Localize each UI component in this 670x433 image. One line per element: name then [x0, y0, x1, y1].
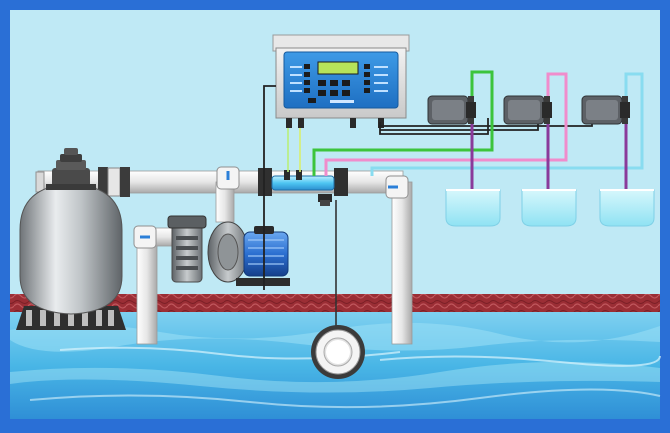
main-pipe-network [35, 166, 413, 345]
chemical-tank-icon [521, 189, 577, 227]
controller-key[interactable] [318, 80, 326, 86]
controller-key[interactable] [318, 90, 326, 96]
dosing-pump-1 [427, 95, 476, 125]
sand-filter-icon [16, 148, 126, 330]
cyan-dosing-tube [370, 72, 644, 176]
circulation-pump-icon [167, 215, 290, 286]
chemical-tank-icon [599, 189, 655, 227]
ground-band [10, 294, 660, 312]
chemical-tank-1 [445, 189, 501, 227]
controller-key[interactable] [330, 90, 338, 96]
controller-panel [283, 51, 399, 109]
chemical-tank-icon [445, 189, 501, 227]
chemical-tank-2 [521, 189, 577, 227]
controller-key[interactable] [342, 90, 350, 96]
green-dosing-tube [312, 70, 494, 176]
pink-dosing-tube [324, 72, 568, 176]
pool-inlet-icon [311, 325, 365, 379]
power-line-pump [263, 85, 276, 290]
chemical-tank-3 [599, 189, 655, 227]
dosing-pump-3 [581, 95, 630, 125]
controller-display [317, 61, 359, 75]
controller-key[interactable] [330, 80, 338, 86]
flow-cell-icon [271, 170, 335, 206]
dosing-pump-2 [503, 95, 552, 125]
controller-unit-icon [272, 34, 410, 128]
controller-label [330, 100, 354, 103]
controller-key[interactable] [342, 80, 350, 86]
